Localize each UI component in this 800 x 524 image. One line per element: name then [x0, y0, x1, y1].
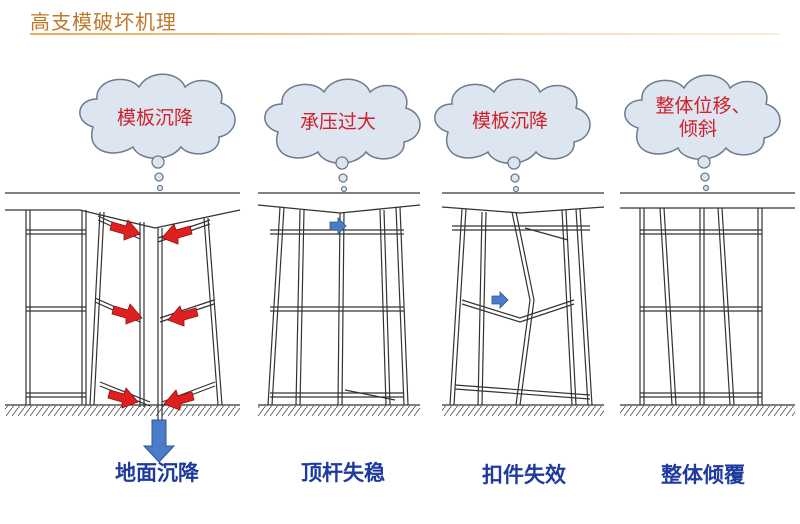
panel-caption: 扣件失效 [482, 463, 566, 487]
cloud-label: 整体位移、 [655, 95, 750, 117]
panel-caption: 顶杆失稳 [301, 461, 385, 485]
panel-caption: 整体倾覆 [661, 463, 746, 487]
page-title: 高支模破坏机理 [30, 10, 177, 34]
cloud-label: 模板沉降 [472, 110, 548, 132]
panel-overall-overturning [620, 74, 795, 416]
panel-caption: 地面沉降 [115, 461, 200, 485]
panel-ground-settlement [5, 73, 241, 463]
cloud-label: 模板沉降 [117, 107, 193, 129]
title-underline [30, 33, 780, 35]
cloud-label: 倾斜 [679, 118, 717, 140]
panel-top-rod-instability [257, 78, 421, 416]
panel-fastener-failure [434, 78, 605, 416]
cloud-label: 承压过大 [300, 111, 376, 133]
